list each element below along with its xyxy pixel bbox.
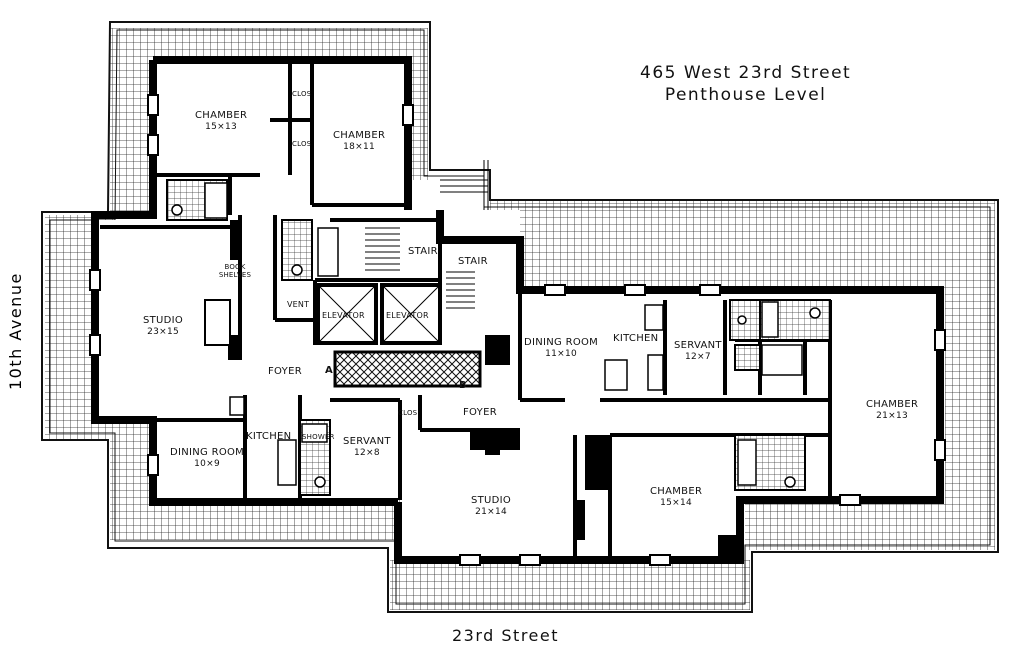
room-name: DINING ROOM — [170, 447, 245, 458]
room-name: CHAMBER — [333, 130, 386, 141]
title-level: Penthouse Level — [664, 85, 827, 106]
room-stair-2: STAIR — [458, 256, 488, 267]
room-name: DINING ROOM — [524, 337, 599, 348]
room-name: CHAMBER — [650, 486, 703, 497]
room-vent: VENT — [287, 300, 310, 309]
room-dim: 21×13 — [876, 410, 909, 421]
room-elevator-2: ELEVATOR — [386, 311, 429, 320]
room-dim: 15×13 — [205, 121, 238, 132]
room-dim: 21×14 — [475, 506, 508, 517]
elevator-landing — [333, 350, 482, 388]
room-dim: 11×10 — [545, 348, 578, 359]
street-label-west: 10th Avenue — [6, 272, 25, 390]
room-dim: 12×8 — [353, 447, 380, 458]
room-foyer-e: FOYER — [463, 407, 497, 418]
room-kitchen-w: KITCHEN — [246, 431, 292, 442]
exterior-walls — [91, 56, 944, 564]
room-elevator-1: ELEVATOR — [322, 311, 365, 320]
room-dim: 23×15 — [147, 326, 180, 337]
room-clos-2: CLOS — [292, 140, 312, 148]
room-name: CHAMBER — [195, 110, 248, 121]
room-name: STUDIO — [471, 495, 512, 506]
room-shower: SHOWER — [302, 433, 335, 441]
room-dim: 12×7 — [684, 351, 711, 362]
room-clos-3: CLOS — [398, 409, 418, 417]
street-label-south: 23rd Street — [452, 626, 560, 645]
room-stair-1: STAIR — [408, 246, 438, 257]
room-kitchen-e: KITCHEN — [613, 333, 659, 344]
room-name: CHAMBER — [866, 399, 919, 410]
room-dim: 10×9 — [194, 458, 221, 469]
elevator-shafts — [316, 283, 442, 345]
room-dim: 18×11 — [343, 141, 376, 152]
marker-b: B — [459, 380, 467, 391]
room-name: SERVANT — [674, 340, 722, 351]
title-address: 465 West 23rd Street — [640, 63, 852, 83]
parapet-outline — [41, 21, 999, 613]
plan-title: 465 West 23rd Street Penthouse Level — [640, 62, 851, 106]
room-clos-1: CLOS — [292, 90, 312, 98]
fireplaces — [475, 432, 510, 455]
room-name: STUDIO — [143, 315, 184, 326]
room-name: SERVANT — [343, 436, 391, 447]
stair-treads — [365, 160, 489, 309]
room-foyer-w: FOYER — [268, 366, 302, 377]
room-dim: 15×14 — [660, 497, 693, 508]
fixtures — [171, 182, 821, 488]
windows — [89, 94, 946, 566]
room-book-shelves: BOOK SHELVES — [218, 263, 252, 280]
marker-a: A — [325, 365, 334, 376]
